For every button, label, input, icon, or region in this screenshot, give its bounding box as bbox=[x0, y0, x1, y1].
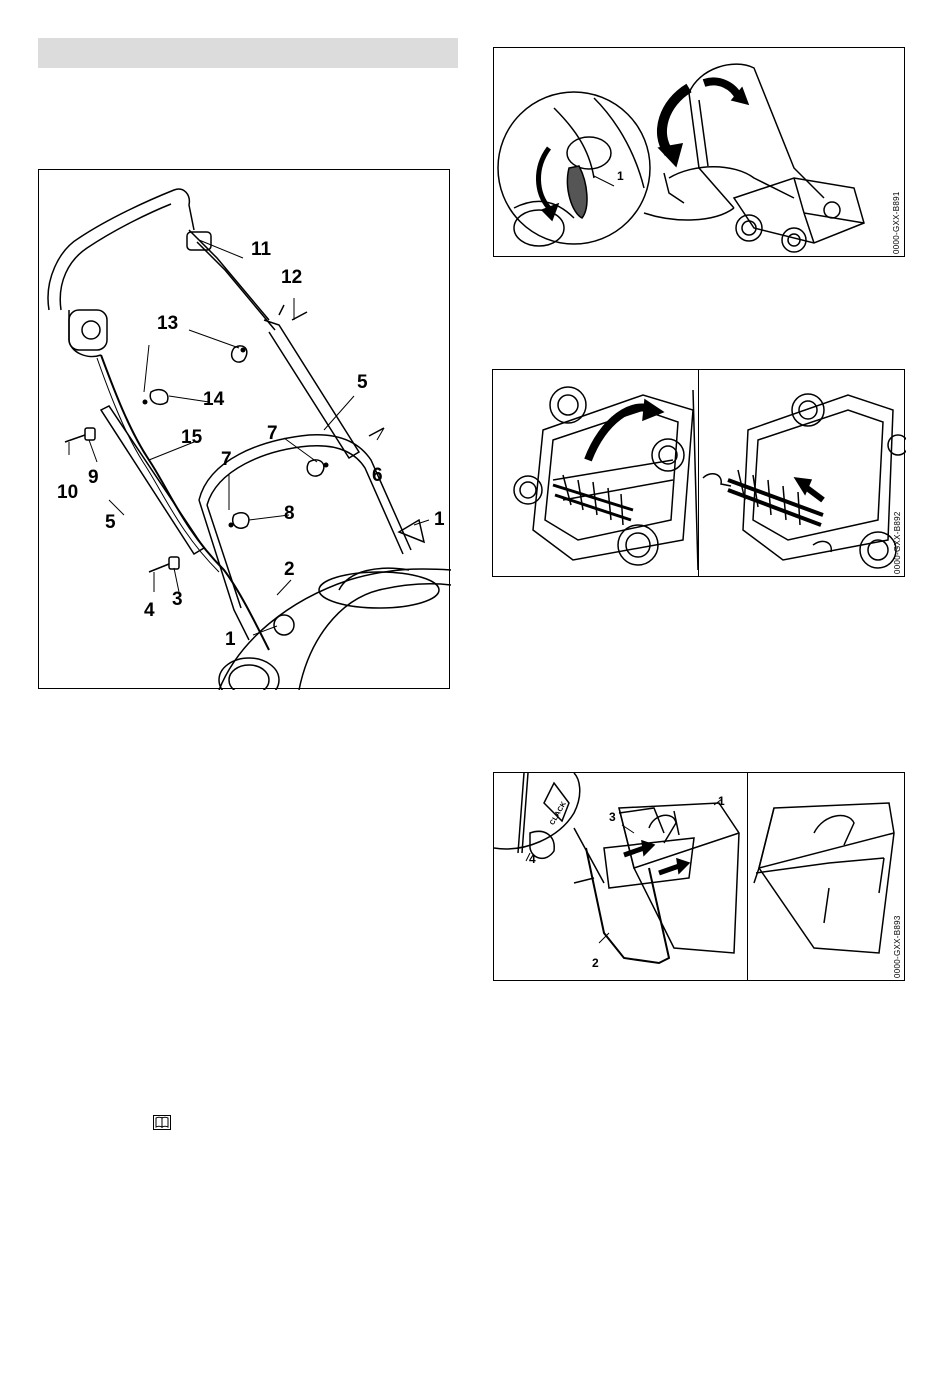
callout-5-left: 5 bbox=[105, 513, 116, 532]
handle-assembly-drawing bbox=[39, 170, 451, 690]
callout-4: 4 bbox=[144, 601, 155, 620]
callout-1-right: 1 bbox=[434, 510, 445, 529]
callout-11: 11 bbox=[251, 240, 271, 259]
callout-15: 15 bbox=[181, 428, 202, 447]
callout-10: 10 bbox=[57, 483, 78, 502]
callout-9: 9 bbox=[88, 468, 99, 487]
figure-code: 0000-GXX-B891 bbox=[892, 191, 901, 254]
callout-8: 8 bbox=[284, 504, 295, 523]
figure-code: 0000-GXX-B893 bbox=[893, 915, 902, 978]
grass-catcher-drawing bbox=[494, 773, 906, 982]
handle-fold-drawing bbox=[494, 48, 906, 258]
figure-handle-assembly: 11 12 13 14 5 15 7 6 7 8 10 9 5 1 2 4 3 … bbox=[38, 169, 450, 689]
callout-5-right: 5 bbox=[357, 373, 368, 392]
callout-13: 13 bbox=[157, 314, 178, 333]
figure-handle-fold: 1 0000-GXX-B891 bbox=[493, 47, 905, 257]
figure-grass-catcher: 1 3 4 2 CLACK 0000-GXX-B893 bbox=[493, 772, 905, 981]
callout-2: 2 bbox=[592, 957, 599, 969]
callout-1: 1 bbox=[617, 170, 624, 182]
callout-12: 12 bbox=[281, 268, 302, 287]
callout-6: 6 bbox=[372, 466, 383, 485]
callout-7-upper: 7 bbox=[267, 424, 278, 443]
callout-14: 14 bbox=[203, 390, 224, 409]
callout-3: 3 bbox=[172, 590, 183, 609]
book-icon bbox=[153, 1115, 171, 1130]
roller-replace-drawing bbox=[493, 370, 906, 578]
callout-2: 2 bbox=[284, 560, 295, 579]
callout-3: 3 bbox=[609, 811, 616, 823]
callout-4: 4 bbox=[529, 853, 536, 865]
callout-1-left: 1 bbox=[225, 630, 236, 649]
figure-code: 0000-GXX-B892 bbox=[893, 511, 902, 574]
section-header-bar bbox=[38, 38, 458, 68]
callout-1: 1 bbox=[718, 795, 725, 807]
figure-roller-replace: 0000-GXX-B892 bbox=[492, 369, 905, 577]
callout-7-lower: 7 bbox=[221, 450, 232, 469]
